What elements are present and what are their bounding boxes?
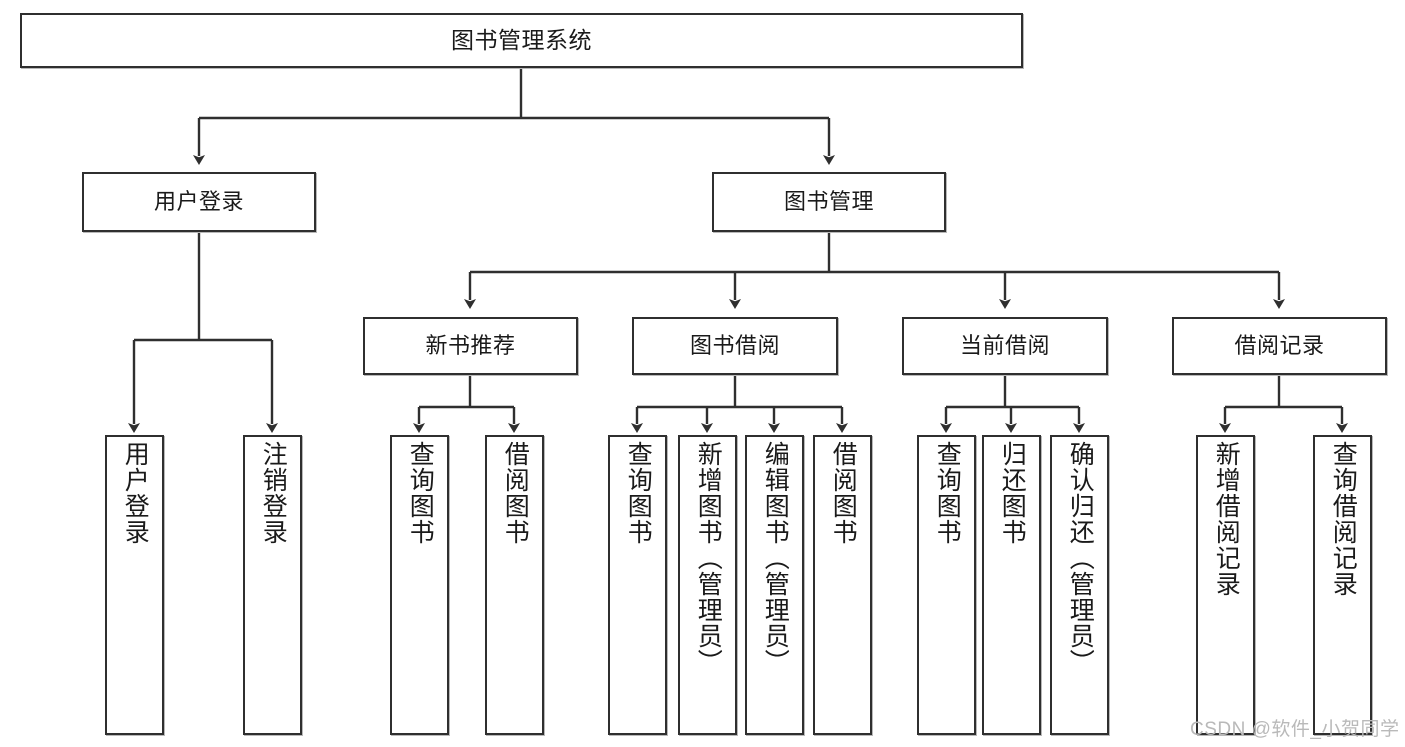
leaf-borrow-edit-book-admin[interactable]: 编辑图书（管理员）: [745, 435, 804, 735]
leaf-current-confirm-return-admin[interactable]: 确认归还（管理员）: [1050, 435, 1109, 735]
node-label: 查询借阅记录: [1329, 441, 1358, 597]
node-label: 查询图书: [933, 441, 962, 545]
node-current-borrow[interactable]: 当前借阅: [902, 317, 1108, 375]
leaf-borrow-add-book-admin[interactable]: 新增图书（管理员）: [678, 435, 737, 735]
node-label: 图书管理系统: [451, 26, 592, 53]
node-label: 新增图书（管理员）: [694, 441, 723, 675]
leaf-user-login-signin[interactable]: 用户登录: [105, 435, 164, 735]
leaf-new-book-borrow[interactable]: 借阅图书: [485, 435, 544, 735]
node-user-login[interactable]: 用户登录: [82, 172, 316, 232]
node-borrow-records[interactable]: 借阅记录: [1172, 317, 1387, 375]
leaf-records-query-record[interactable]: 查询借阅记录: [1313, 435, 1372, 735]
node-label: 当前借阅: [959, 333, 1050, 359]
node-new-book-recommend[interactable]: 新书推荐: [363, 317, 578, 375]
leaf-current-query-book[interactable]: 查询图书: [917, 435, 976, 735]
node-root-system[interactable]: 图书管理系统: [20, 13, 1023, 68]
node-label: 用户登录: [153, 189, 244, 215]
node-label: 查询图书: [624, 441, 653, 545]
node-label: 图书管理: [783, 189, 874, 215]
leaf-records-add-record[interactable]: 新增借阅记录: [1196, 435, 1255, 735]
node-label: 新增借阅记录: [1212, 441, 1241, 597]
node-book-borrow[interactable]: 图书借阅: [632, 317, 838, 375]
leaf-current-return-book[interactable]: 归还图书: [982, 435, 1041, 735]
node-label: 图书借阅: [689, 333, 780, 359]
node-label: 确认归还（管理员）: [1066, 441, 1095, 675]
leaf-borrow-query-book[interactable]: 查询图书: [608, 435, 667, 735]
node-book-management[interactable]: 图书管理: [712, 172, 946, 232]
node-label: 注销登录: [259, 441, 288, 545]
node-label: 归还图书: [998, 441, 1027, 545]
node-label: 新书推荐: [425, 333, 516, 359]
node-label: 借阅图书: [501, 441, 530, 545]
node-label: 借阅图书: [829, 441, 858, 545]
leaf-user-login-signout[interactable]: 注销登录: [243, 435, 302, 735]
node-label: 用户登录: [121, 441, 150, 545]
watermark-text: CSDN @软件_小贺同学: [1190, 719, 1400, 740]
node-label: 查询图书: [406, 441, 435, 545]
leaf-new-book-query[interactable]: 查询图书: [390, 435, 449, 735]
node-label: 借阅记录: [1234, 333, 1325, 359]
node-label: 编辑图书（管理员）: [761, 441, 790, 675]
leaf-borrow-borrow-book[interactable]: 借阅图书: [813, 435, 872, 735]
